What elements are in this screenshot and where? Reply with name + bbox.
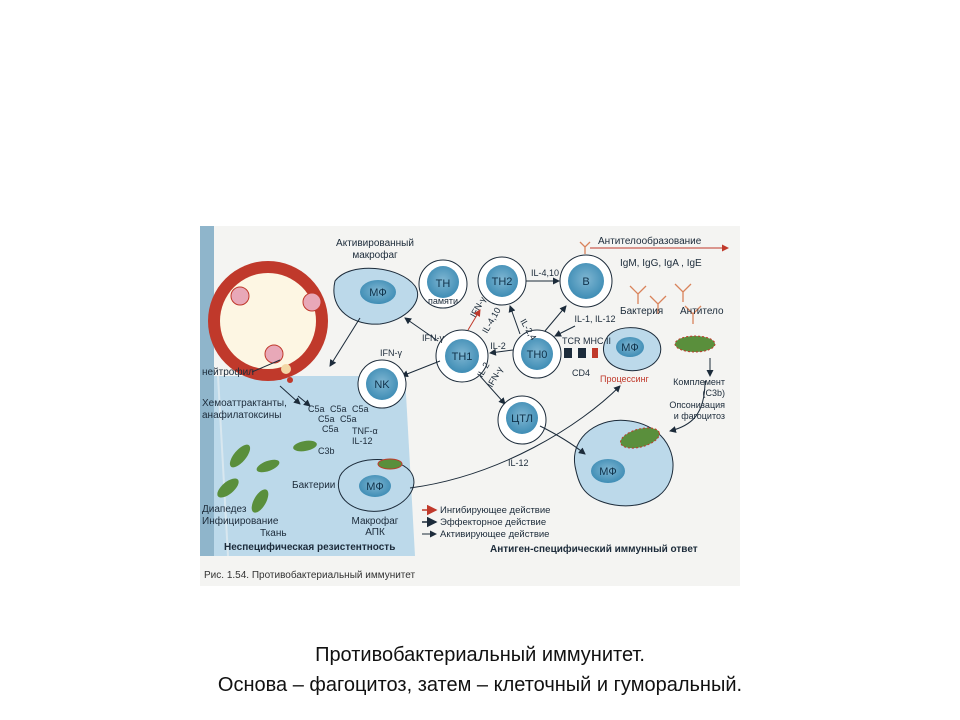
cell-label-mf-bottom: МФ (599, 466, 616, 478)
th-memory-cell: TH памяти (418, 259, 468, 309)
cytokine-il-4-10-top: IL-4,10 (531, 268, 559, 278)
b-cell: B (559, 254, 613, 308)
figure-caption: Рис. 1.54. Противобактериальный иммуните… (204, 569, 416, 581)
label-opsonization-2: и фагоцитоз (674, 411, 725, 421)
label-complement-2: (С3b) (702, 388, 725, 398)
label-processing: Процессинг (600, 374, 650, 384)
label-neutrophil: нейтрофил (202, 366, 254, 378)
cell-label-th1: TH1 (452, 351, 473, 363)
antibodies-icon (579, 241, 702, 324)
cytokine-il-12-bottom: IL-12 (508, 458, 529, 468)
label-antibody-formation: Антителообразование (598, 235, 702, 247)
label-bacteria: Бактерии (292, 480, 335, 491)
cytokine-c5a-4: C5a (318, 414, 335, 424)
cytokine-c5a-2: C5a (330, 404, 347, 414)
blood-vessel (208, 261, 328, 383)
cytokine-c5a-6: C5a (322, 424, 339, 434)
cell-label-nk: NK (374, 379, 390, 391)
section-nonspecific: Неспецифическая резистентность (224, 541, 395, 553)
cytokine-c3b: C3b (318, 446, 335, 456)
th2-cell: TH2 (477, 256, 527, 306)
label-opsonization-1: Опсонизация (669, 400, 725, 410)
th1-cell: TH1 (435, 329, 489, 383)
label-cd4: CD4 (572, 368, 590, 378)
label-diapedesis: Диапедез (202, 504, 247, 515)
label-infection: Инфицирование (202, 515, 279, 527)
cell-label-mf-right: МФ (621, 342, 638, 354)
label-macrophage-apc-1: Макрофаг (352, 515, 399, 527)
cell-label-ctl: ЦТЛ (511, 413, 533, 425)
cell-label-th0: TH0 (527, 349, 548, 361)
slide-caption: Противобактериальный иммунитет. Основа –… (0, 640, 960, 700)
opsonized-bacterium-icon (674, 335, 716, 353)
bacteria-cluster-icon (217, 440, 317, 513)
label-memory: памяти (428, 296, 458, 306)
macrophage-right-cell: МФ (603, 327, 662, 372)
label-activated-macrophage-2: макрофаг (352, 249, 398, 261)
ctl-cell: ЦТЛ (497, 395, 547, 445)
th0-cell: TH0 (512, 329, 562, 379)
cell-label-th-memory: TH (436, 278, 451, 290)
cytokine-c5a-5: C5a (340, 414, 357, 424)
cytokine-c5a-3: C5a (352, 404, 369, 414)
cytokine-c5a-1: C5a (308, 404, 325, 414)
label-immunoglobulins: IgM, IgG, IgA , IgE (620, 258, 702, 269)
label-complement-1: Комплемент (673, 377, 725, 387)
cytokine-il-2-a: IL-2 (490, 341, 506, 351)
legend-effector: Эффекторное действие (440, 517, 546, 528)
macrophage-bottom-cell: МФ (574, 419, 674, 507)
cell-label-b: B (582, 276, 589, 288)
legend-inhibiting: Ингибирующее действие (440, 505, 550, 516)
cytokine-il12-nk: IL-12 (352, 436, 373, 446)
caption-line-2: Основа – фагоцитоз, затем – клеточный и … (217, 674, 743, 696)
label-bacterium: Бактерия (620, 306, 663, 317)
label-chemoattractants-2: анафилатоксины (202, 409, 281, 421)
label-chemoattractants-1: Хемоаттрактанты, (202, 398, 287, 409)
cytokine-ifn-g-3: IFN-γ (380, 348, 402, 358)
figure-antibacterial-immunity: МФ Активированный макрофаг TH памяти TH2 (200, 226, 740, 586)
cell-label-mf-activated: МФ (369, 287, 386, 299)
activated-macrophage-cell: МФ (333, 267, 418, 325)
label-antibody: Антитело (680, 306, 724, 317)
label-tcr-mhc: TCR MHC II (562, 336, 611, 346)
macrophage-apc-cell: МФ (337, 458, 415, 512)
cell-label-mf-apc: МФ (366, 481, 383, 493)
legend-activating: Активирующее действие (440, 529, 549, 540)
label-tissue: Ткань (260, 528, 287, 539)
nk-cell: NK (357, 359, 407, 409)
cytokine-il-1-12: IL-1, IL-12 (574, 314, 615, 324)
label-macrophage-apc-2: АПК (365, 527, 385, 538)
diagram-canvas: МФ Активированный макрофаг TH памяти TH2 (200, 226, 740, 586)
section-specific: Антиген-специфический иммунный ответ (490, 543, 698, 555)
label-activated-macrophage-1: Активированный (336, 238, 414, 249)
cytokine-tnf: TNF-α (352, 426, 378, 436)
caption-line-1: Противобактериальный иммунитет. (315, 644, 645, 666)
legend: Ингибирующее действие Эффекторное действ… (422, 504, 550, 540)
cell-label-th2: TH2 (492, 276, 513, 288)
